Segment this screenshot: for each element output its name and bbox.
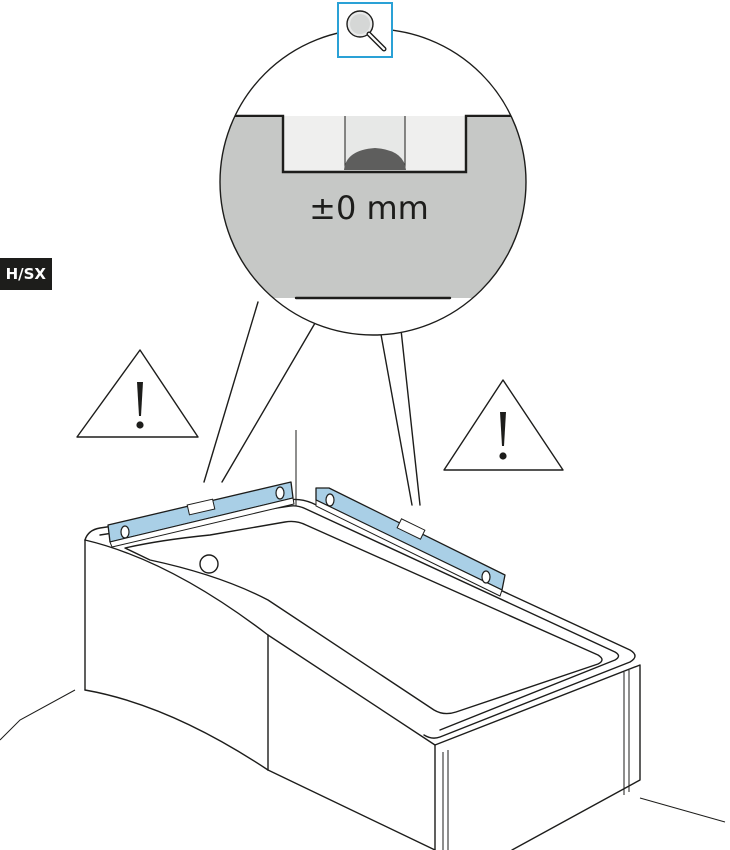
magnifier-icon	[346, 10, 387, 52]
warning-triangle-left-icon	[76, 349, 199, 438]
magnified-level-callout: ±0 mm	[219, 28, 527, 336]
warning-triangle-right-icon	[443, 379, 564, 471]
model-tag: H/SX	[0, 258, 52, 290]
bath-tub	[84, 498, 641, 850]
spirit-level-left	[107, 481, 295, 548]
zoom-button[interactable]	[337, 2, 393, 58]
callout-pointer-lines	[203, 301, 421, 506]
level-reading: ±0 mm	[309, 189, 429, 227]
spirit-level-right	[315, 487, 506, 597]
